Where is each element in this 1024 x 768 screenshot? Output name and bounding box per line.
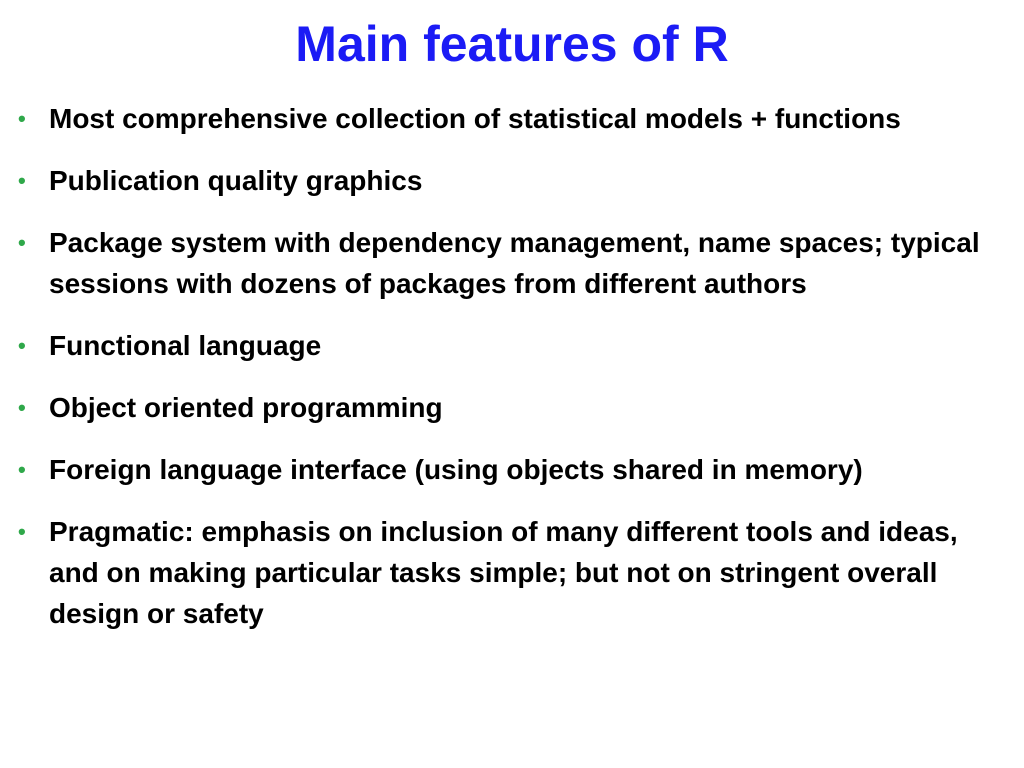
- bullet-text: Most comprehensive collection of statist…: [49, 103, 901, 134]
- bullet-dot-icon: •: [18, 333, 26, 358]
- bullet-item: • Package system with dependency managem…: [18, 222, 1008, 304]
- slide-title: Main features of R: [295, 16, 729, 72]
- bullet-text: Object oriented programming: [49, 392, 443, 423]
- bullet-dot-icon: •: [18, 519, 26, 544]
- bullet-text: Functional language: [49, 330, 322, 361]
- bullet-dot-icon: •: [18, 395, 26, 420]
- bullet-item: • Object oriented programming: [18, 387, 1008, 428]
- bullet-dot-icon: •: [18, 106, 26, 131]
- bullet-item: • Functional language: [18, 325, 1008, 366]
- bullet-list: • Most comprehensive collection of stati…: [18, 98, 1008, 634]
- bullet-dot-icon: •: [18, 457, 26, 482]
- bullet-item: • Foreign language interface (using obje…: [18, 449, 1008, 490]
- bullet-item: • Pragmatic: emphasis on inclusion of ma…: [18, 511, 1008, 634]
- bullet-text: Package system with dependency managemen…: [49, 227, 980, 299]
- bullet-item: • Most comprehensive collection of stati…: [18, 98, 1008, 139]
- bullet-text: Publication quality graphics: [49, 165, 423, 196]
- bullet-text: Pragmatic: emphasis on inclusion of many…: [49, 516, 958, 629]
- bullet-item: • Publication quality graphics: [18, 160, 1008, 201]
- bullet-dot-icon: •: [18, 168, 26, 193]
- bullet-dot-icon: •: [18, 230, 26, 255]
- bullet-text: Foreign language interface (using object…: [49, 454, 863, 485]
